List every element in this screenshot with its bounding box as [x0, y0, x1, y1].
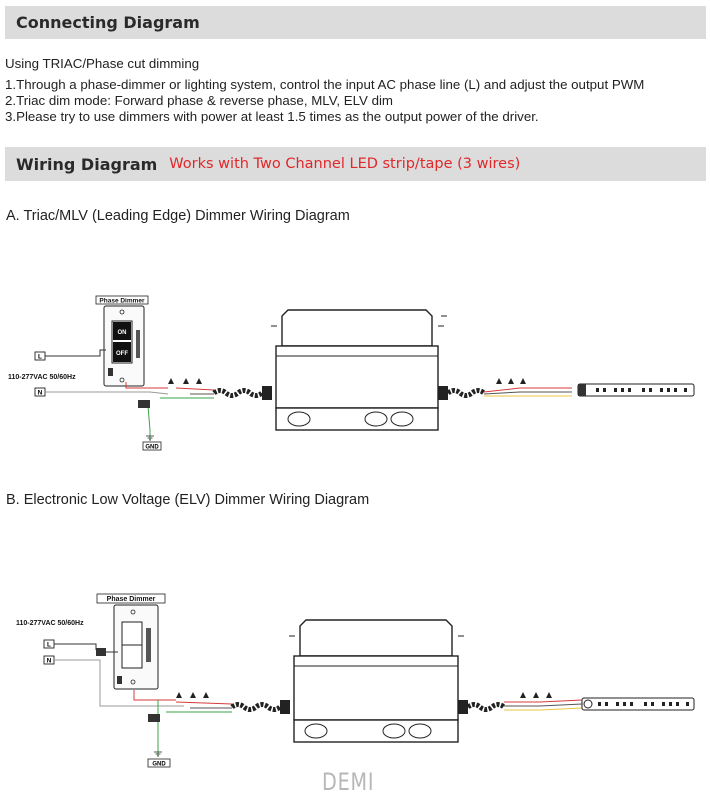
on-label: ON — [118, 330, 127, 336]
led-driver — [271, 309, 447, 431]
input-cable — [212, 388, 264, 398]
point-3: 3.Please try to use dimmers with power a… — [5, 109, 539, 124]
cable-gland — [262, 386, 272, 400]
ground-icon — [146, 435, 154, 441]
cable-gland — [438, 386, 448, 400]
intro-text: Using TRIAC/Phase cut dimming — [5, 56, 200, 71]
off-button — [113, 342, 131, 362]
input-wire — [175, 387, 215, 391]
neutral-wire — [45, 391, 169, 395]
l-label: L — [38, 354, 42, 361]
on-button — [113, 322, 131, 340]
line-wire — [45, 349, 106, 357]
wire-nut-icon — [168, 378, 202, 384]
dimmer-label: Phase Dimmer — [99, 298, 145, 305]
screw-icon — [119, 377, 125, 383]
section-header-connecting: Connecting Diagram — [5, 6, 706, 39]
diagram-b-title: B. Electronic Low Voltage (ELV) Dimmer W… — [6, 492, 370, 508]
gnd-label: GND — [145, 445, 159, 451]
n-label: N — [38, 390, 43, 397]
gnd-terminal — [142, 441, 162, 451]
point-1: 1.Through a phase-dimmer or lighting sys… — [5, 77, 645, 92]
point-2: 2.Triac dim mode: Forward phase & revers… — [5, 93, 393, 108]
header-title: Connecting Diagram — [16, 13, 200, 32]
voltage-label: 110-277VAC 50/60Hz — [8, 374, 76, 381]
output-wire — [483, 391, 572, 395]
header-title: Wiring Diagram — [16, 154, 158, 174]
dimmer-slider — [136, 330, 140, 358]
output-wire-red — [483, 387, 572, 393]
led-strip — [577, 383, 695, 397]
wire-nut-icon — [138, 400, 150, 408]
terminal-icon — [108, 368, 113, 376]
ground-wire — [147, 405, 151, 440]
header-subtitle: Works with Two Channel LED strip/tape (3… — [169, 156, 521, 172]
diagram-a-title: A. Triac/MLV (Leading Edge) Dimmer Wirin… — [6, 208, 350, 224]
watermark: DEMI — [322, 768, 375, 796]
off-label: OFF — [116, 351, 128, 357]
dimmer-label-box — [95, 295, 149, 305]
screw-icon — [119, 309, 125, 315]
dimmed-line-wire — [125, 382, 168, 389]
section-header-wiring: Wiring Diagram Works with Two Channel LE… — [5, 147, 706, 181]
output-cable — [446, 388, 486, 398]
wire-nut-icon — [496, 378, 526, 384]
